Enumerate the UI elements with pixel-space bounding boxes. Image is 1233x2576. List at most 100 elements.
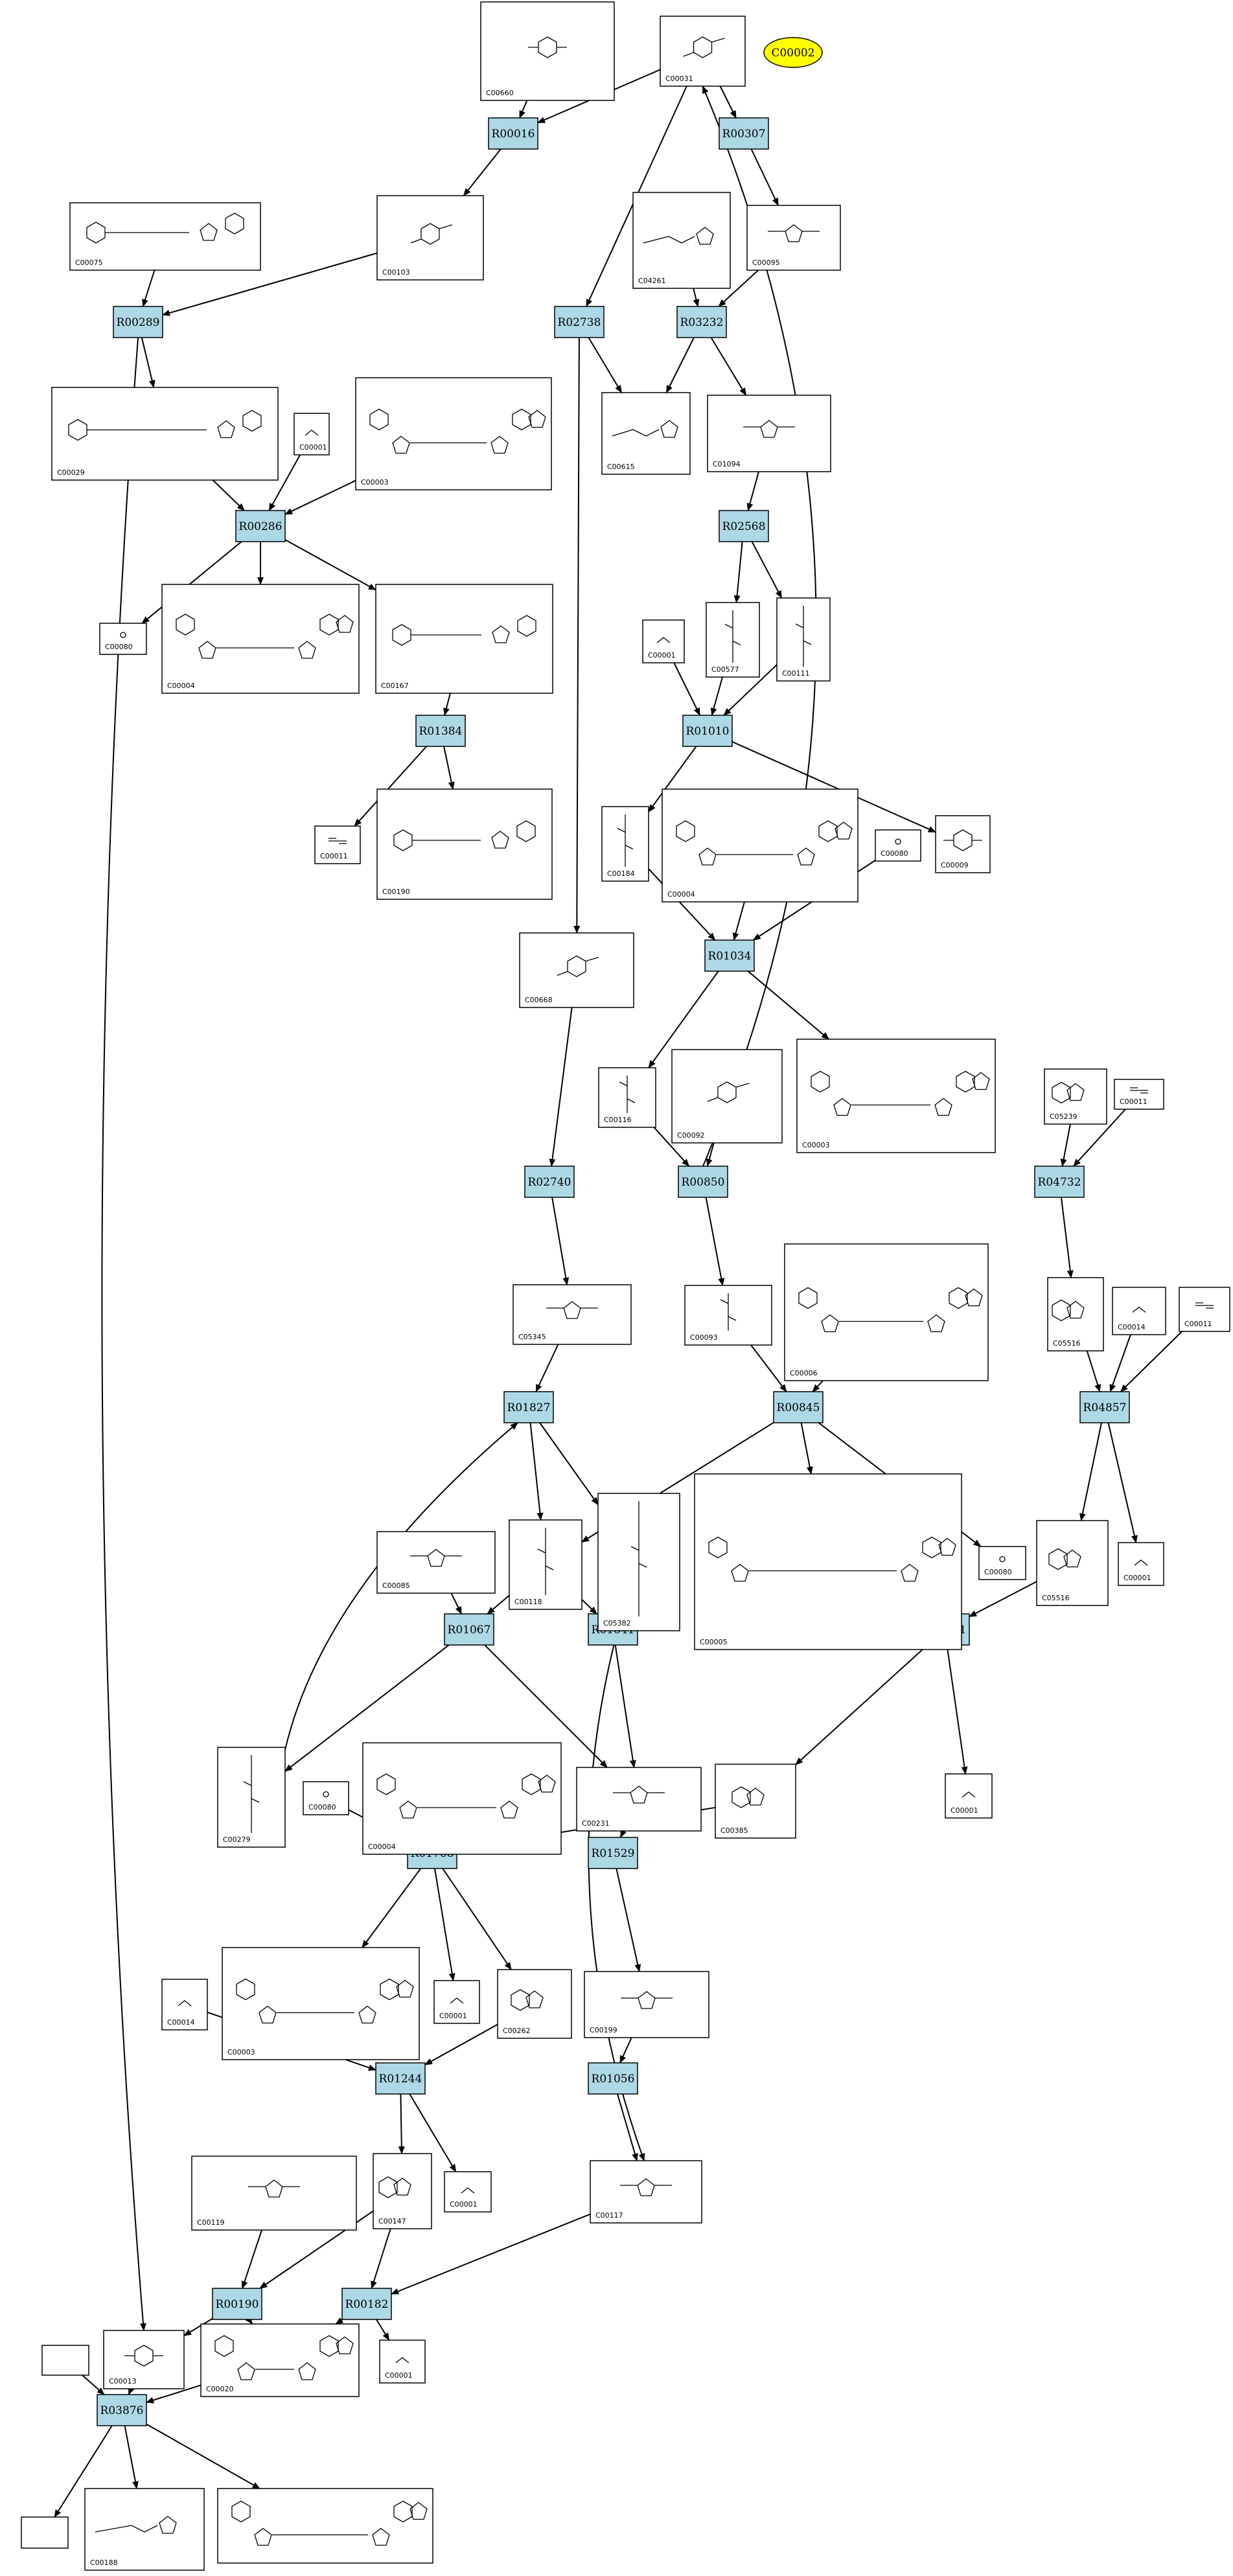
compound-node-C00031[interactable]: C00031: [660, 16, 746, 87]
compound-node-C00147[interactable]: C00147: [373, 2153, 432, 2229]
reaction-node-R02740[interactable]: R02740: [524, 1166, 575, 1198]
compound-node-C00001[interactable]: C00001: [294, 413, 330, 455]
compound-node-C01094[interactable]: C01094: [707, 395, 831, 472]
compound-node-unlabeled[interactable]: [21, 2516, 69, 2549]
compound-node-C00093[interactable]: C00093: [684, 1285, 772, 1346]
compound-node-C00029[interactable]: C00029: [51, 387, 279, 481]
edge-C00092-R00850: [706, 1142, 715, 1167]
compound-node-C00080[interactable]: C00080: [303, 1781, 349, 1815]
reaction-node-R00845[interactable]: R00845: [773, 1391, 824, 1423]
compound-box: [1179, 1287, 1230, 1332]
compound-node-C00001[interactable]: C00001: [433, 1980, 480, 2024]
compound-node-C00001[interactable]: C00001: [379, 2340, 426, 2384]
compound-label: C00262: [503, 2027, 531, 2035]
reaction-node-R03232[interactable]: R03232: [676, 306, 727, 338]
compound-node-C00003[interactable]: C00003: [222, 1947, 420, 2060]
compound-node-C00660[interactable]: C00660: [480, 1, 615, 101]
reaction-node-R00850[interactable]: R00850: [678, 1166, 728, 1198]
reaction-node-R00190[interactable]: R00190: [212, 2288, 262, 2320]
compound-node-C00004[interactable]: C00004: [362, 1742, 562, 1855]
compound-node-C05516[interactable]: C05516: [1036, 1520, 1109, 1606]
structure-drawing: [393, 820, 536, 851]
reaction-node-R02738[interactable]: R02738: [554, 306, 605, 338]
reaction-box: [676, 306, 727, 338]
compound-label: C00013: [109, 2377, 137, 2386]
compound-node-C00118[interactable]: C00118: [509, 1519, 582, 1610]
compound-node-C00080[interactable]: C00080: [875, 829, 921, 862]
reaction-node-R00289[interactable]: R00289: [113, 306, 163, 338]
compound-node-C00190[interactable]: C00190: [376, 788, 553, 900]
compound-node-C00385[interactable]: C00385: [715, 1764, 796, 1839]
reaction-node-R01384[interactable]: R01384: [415, 715, 466, 747]
compound-node-C00014[interactable]: C00014: [161, 1979, 208, 2030]
compound-node-C00075[interactable]: C00075: [69, 202, 261, 271]
compound-node-C00011[interactable]: C00011: [314, 825, 361, 864]
reaction-node-R04857[interactable]: R04857: [1079, 1391, 1130, 1423]
compound-node-C05239[interactable]: C05239: [1044, 1068, 1107, 1125]
reaction-node-R03876[interactable]: R03876: [97, 2394, 147, 2426]
reaction-node-R00307[interactable]: R00307: [719, 117, 769, 150]
compound-node-C00002[interactable]: [217, 2488, 433, 2564]
compound-node-C00615[interactable]: C00615: [601, 392, 691, 475]
compound-node-C00262[interactable]: C00262: [497, 1969, 572, 2039]
reaction-node-R02568[interactable]: R02568: [719, 510, 769, 542]
seed-compound-node[interactable]: C00002: [763, 37, 823, 68]
reaction-node-R01827[interactable]: R01827: [503, 1391, 554, 1423]
compound-node-C00013[interactable]: C00013: [103, 2330, 185, 2389]
compound-node-C00167[interactable]: C00167: [375, 584, 553, 694]
compound-node-C00006[interactable]: C00006: [784, 1243, 989, 1381]
reaction-node-R01067[interactable]: R01067: [444, 1613, 494, 1646]
compound-node-C00199[interactable]: C00199: [584, 1971, 709, 2038]
compound-node-C00092[interactable]: C00092: [671, 1049, 783, 1144]
compound-node-C00001[interactable]: C00001: [444, 2171, 492, 2213]
compound-node-C05345[interactable]: C05345: [513, 1284, 632, 1345]
compound-node-C00103[interactable]: C00103: [376, 195, 484, 281]
compound-node-C00011[interactable]: C00011: [1114, 1079, 1164, 1110]
compound-label: C00116: [604, 1116, 632, 1124]
reaction-node-R00016[interactable]: R00016: [488, 117, 538, 150]
compound-node-C00080[interactable]: C00080: [99, 623, 147, 655]
compound-node-C00080[interactable]: C00080: [978, 1546, 1026, 1580]
reaction-node-R01529[interactable]: R01529: [588, 1837, 638, 1869]
compound-node-C00095[interactable]: C00095: [746, 205, 841, 271]
compound-node-C00005[interactable]: C00005: [694, 1473, 962, 1650]
compound-node-C00184[interactable]: C00184: [601, 806, 649, 882]
reaction-node-R01034[interactable]: R01034: [704, 939, 755, 972]
edge-R00850-C00093: [705, 1197, 725, 1286]
reaction-node-R01244[interactable]: R01244: [375, 2062, 426, 2095]
compound-node-C00001[interactable]: C00001: [642, 619, 685, 663]
structure-drawing: [1132, 1306, 1146, 1313]
compound-node-C05516[interactable]: C05516: [1047, 1277, 1104, 1351]
reaction-node-R00182[interactable]: R00182: [341, 2288, 392, 2320]
compound-node-C00279[interactable]: C00279: [217, 1747, 286, 1848]
edge-C00116-R00850: [653, 1127, 690, 1167]
compound-node-C00668[interactable]: C00668: [519, 932, 634, 1008]
compound-node-C00011[interactable]: C00011: [1179, 1287, 1230, 1332]
reaction-node-R04732[interactable]: R04732: [1034, 1166, 1085, 1198]
compound-node-C00001[interactable]: C00001: [945, 1773, 993, 1819]
compound-node-C00001[interactable]: C00001: [1118, 1542, 1164, 1586]
compound-node-C00116[interactable]: C00116: [598, 1067, 656, 1128]
compound-node-C00004[interactable]: C00004: [161, 584, 360, 694]
compound-node-C00020[interactable]: C00020: [200, 2323, 360, 2397]
reaction-node-R00286[interactable]: R00286: [235, 510, 286, 542]
compound-node-C04261[interactable]: C04261: [632, 192, 731, 289]
reaction-node-R01056[interactable]: R01056: [588, 2062, 638, 2095]
compound-node-unlabeled[interactable]: [41, 2345, 89, 2376]
compound-node-C00014[interactable]: C00014: [1112, 1287, 1166, 1335]
compound-node-C05382[interactable]: C05382: [597, 1493, 680, 1631]
compound-node-C00085[interactable]: C00085: [376, 1531, 496, 1594]
compound-node-C00004[interactable]: C00004: [662, 788, 858, 903]
compound-node-C00119[interactable]: C00119: [191, 2156, 357, 2231]
compound-node-C00117[interactable]: C00117: [590, 2160, 702, 2224]
compound-node-C00188[interactable]: C00188: [84, 2488, 205, 2571]
compound-node-C00231[interactable]: C00231: [576, 1767, 702, 1832]
compound-box: [294, 413, 330, 455]
compound-node-C00111[interactable]: C00111: [776, 597, 831, 682]
compound-node-C00009[interactable]: C00009: [935, 815, 991, 873]
edge-C00085-R01067: [450, 1593, 463, 1615]
compound-node-C00577[interactable]: C00577: [706, 602, 760, 678]
reaction-node-R01010[interactable]: R01010: [682, 715, 733, 747]
compound-node-C00003[interactable]: C00003: [355, 377, 552, 490]
compound-node-C00003[interactable]: C00003: [796, 1039, 996, 1153]
